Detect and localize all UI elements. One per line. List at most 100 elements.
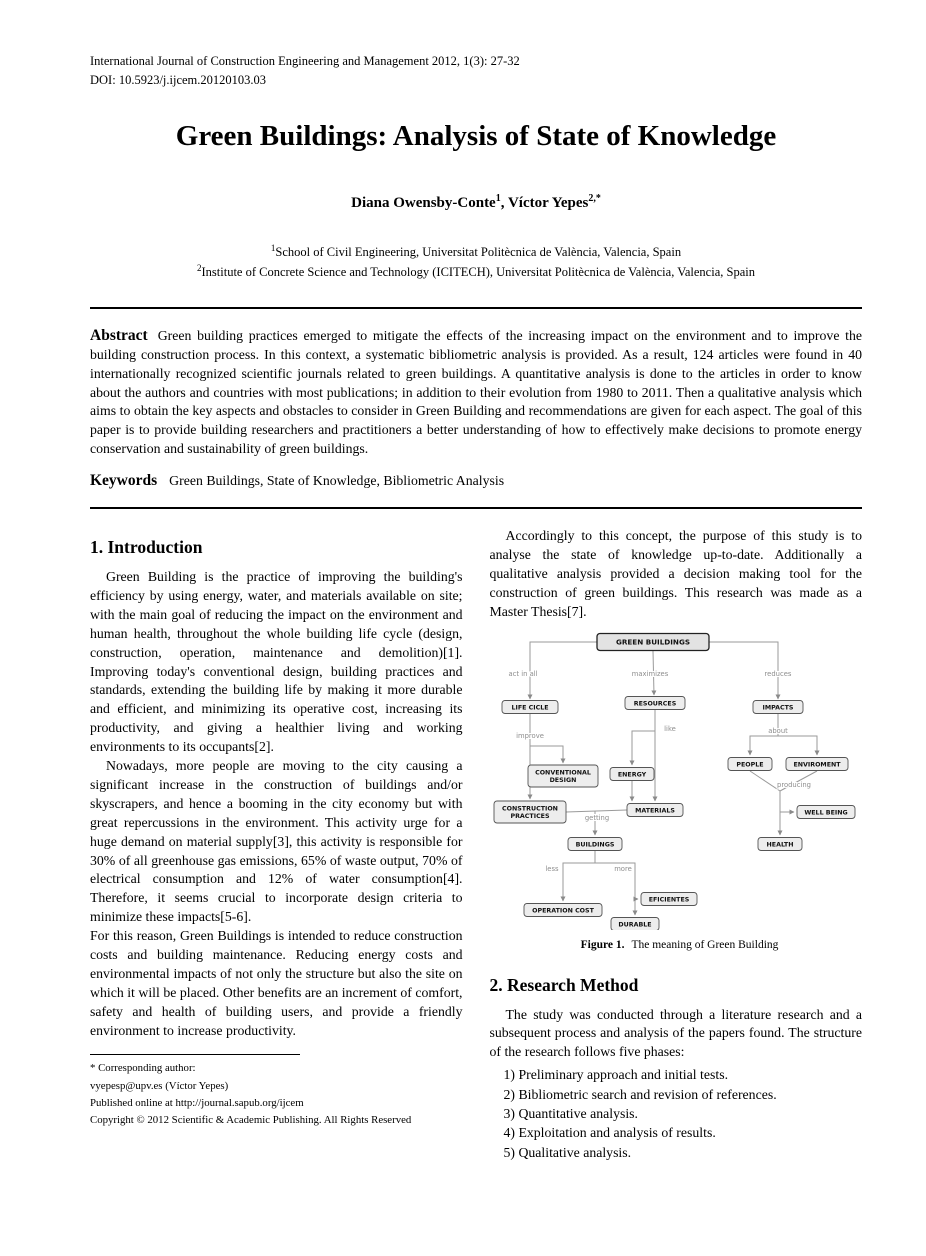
diagram-node-well-being: WELL BEING bbox=[796, 804, 855, 819]
diagram-node-materials: MATERIALS bbox=[626, 802, 683, 817]
author-affiliation-mark: 2,* bbox=[588, 192, 601, 204]
left-column: 1. Introduction Green Building is the pr… bbox=[90, 527, 463, 1162]
list-item: 1) Preliminary approach and initial test… bbox=[503, 1067, 729, 1083]
corresponding-author-note: * Corresponding author: bbox=[90, 1062, 196, 1075]
introduction-paragraph: Green Building is the practice of improv… bbox=[90, 569, 463, 755]
diagram-edge bbox=[560, 862, 595, 902]
figure-caption-label: Figure 1. bbox=[580, 938, 625, 951]
diagram-edge bbox=[529, 745, 565, 764]
doi-line: DOI: 10.5923/j.ijcem.20120103.03 bbox=[90, 72, 267, 87]
diagram-node-health: HEALTH bbox=[757, 836, 802, 851]
diagram-edge bbox=[708, 641, 780, 700]
svg-text:OPERATION COST: OPERATION COST bbox=[532, 907, 594, 914]
figure-caption: Figure 1.The meaning of Green Building bbox=[490, 939, 870, 951]
svg-text:GREEN BUILDINGS: GREEN BUILDINGS bbox=[615, 637, 689, 646]
diagram-edge-label: producing bbox=[777, 781, 811, 789]
diagram-node-resources: RESOURCES bbox=[624, 695, 685, 710]
diagram-edge-label: more bbox=[614, 865, 632, 873]
section-rule-bottom bbox=[90, 507, 862, 510]
affiliation-mark: 1 bbox=[270, 242, 276, 253]
svg-text:WELL BEING: WELL BEING bbox=[804, 809, 847, 816]
affiliation-text: School of Civil Engineering, Universitat… bbox=[275, 244, 682, 259]
section-rule-top bbox=[90, 306, 862, 309]
phase-list: 1) Preliminary approach and initial test… bbox=[490, 1065, 863, 1162]
list-item: 5) Qualitative analysis. bbox=[503, 1144, 632, 1160]
diagram-edge-label: less bbox=[545, 865, 559, 873]
diagram-edge-label: like bbox=[664, 725, 676, 733]
svg-text:MATERIALS: MATERIALS bbox=[635, 807, 675, 814]
diagram-edge bbox=[650, 650, 656, 696]
list-item: 4) Exploitation and analysis of results. bbox=[503, 1125, 716, 1141]
diagram-edge bbox=[749, 770, 780, 792]
svg-text:LIFE CICLE: LIFE CICLE bbox=[511, 704, 548, 711]
diagram-edge-label: getting bbox=[584, 814, 608, 822]
svg-text:ENERGY: ENERGY bbox=[617, 771, 646, 778]
keywords-text: Green Buildings, State of Knowledge, Bib… bbox=[169, 473, 505, 489]
diagram-node-green-buildings: GREEN BUILDINGS bbox=[595, 632, 710, 651]
introduction-paragraph: Nowadays, more people are moving to the … bbox=[90, 758, 463, 925]
footnotes: * Corresponding author: vyepesp@upv.es (… bbox=[90, 1054, 463, 1129]
journal-line: International Journal of Construction En… bbox=[90, 54, 520, 68]
diagram-edge-label: about bbox=[768, 727, 788, 735]
affiliation-mark: 2 bbox=[197, 263, 202, 274]
svg-text:HEALTH: HEALTH bbox=[766, 841, 793, 848]
affiliation-text: Institute of Concrete Science and Techno… bbox=[201, 265, 755, 280]
diagram-node-eficientes: EFICIENTES bbox=[640, 891, 697, 906]
abstract-text: Green building practices emerged to miti… bbox=[90, 327, 862, 457]
diagram-node-buildings: BUILDINGS bbox=[567, 836, 622, 851]
diagram-node-durable: DURABLE bbox=[610, 916, 659, 931]
diagram-node-enviroment: ENVIROMENT bbox=[785, 756, 848, 771]
diagram-edge bbox=[527, 641, 597, 700]
introduction-paragraph: For this reason, Green Buildings is inte… bbox=[90, 928, 463, 1038]
list-item: 3) Quantitative analysis. bbox=[503, 1105, 639, 1121]
figure-1: act in all maximizes reduces improve like abo… bbox=[490, 630, 870, 951]
svg-text:IMPACTS: IMPACTS bbox=[762, 704, 793, 711]
footnote-rule bbox=[90, 1054, 300, 1056]
right-lead-paragraph: Accordingly to this concept, the purpose… bbox=[489, 528, 863, 619]
diagram-edge bbox=[777, 735, 819, 756]
diagram-edge-label: act in all bbox=[508, 670, 537, 678]
svg-text:EFICIENTES: EFICIENTES bbox=[648, 896, 689, 903]
published-online-note: Published online at http://journal.sapub… bbox=[90, 1096, 304, 1109]
abstract-label: Abstract bbox=[90, 326, 148, 344]
diagram-node-energy: ENERGY bbox=[609, 766, 654, 781]
author-affiliation-mark: 1 bbox=[495, 192, 501, 204]
diagram-edge bbox=[747, 735, 778, 756]
diagram-edge bbox=[779, 770, 817, 792]
section-heading-research-method: 2. Research Method bbox=[489, 974, 639, 995]
corresponding-author-email: vyepesp@upv.es (Víctor Yepes) bbox=[90, 1079, 229, 1092]
author-name: Víctor Yepes bbox=[507, 194, 589, 211]
diagram-edge bbox=[565, 809, 627, 813]
diagram-edge bbox=[629, 730, 655, 766]
svg-text:RESOURCES: RESOURCES bbox=[633, 700, 676, 707]
diagram-node-life-cicle: LIFE CICLE bbox=[501, 699, 558, 714]
copyright-note: Copyright © 2012 Scientific & Academic P… bbox=[90, 1114, 412, 1127]
affiliation-line: 2Institute of Concrete Science and Techn… bbox=[90, 262, 862, 283]
diagram-edge-label: improve bbox=[516, 732, 544, 740]
diagram-edge-label: maximizes bbox=[631, 670, 668, 678]
author-name: Diana Owensby-Conte bbox=[351, 194, 496, 211]
research-method-paragraph: The study was conducted through a litera… bbox=[489, 1006, 863, 1060]
right-column: Accordingly to this concept, the purpose… bbox=[490, 527, 863, 1162]
keywords-label: Keywords bbox=[90, 472, 158, 490]
svg-text:DURABLE: DURABLE bbox=[618, 921, 651, 928]
list-item: 2) Bibliometric search and revision of r… bbox=[503, 1086, 777, 1102]
svg-text:ENVIROMENT: ENVIROMENT bbox=[793, 761, 841, 768]
figure-diagram: act in all maximizes reduces improve like abo… bbox=[493, 632, 855, 931]
diagram-node-operation-cost: OPERATION COST bbox=[523, 902, 602, 917]
authors-separator: , bbox=[500, 194, 508, 211]
affiliations: 1School of Civil Engineering, Universita… bbox=[90, 242, 862, 283]
keywords-section: Keywords Green Buildings, State of Knowle… bbox=[90, 472, 862, 490]
diagram-node-impacts: IMPACTS bbox=[752, 699, 803, 714]
svg-text:PEOPLE: PEOPLE bbox=[736, 761, 763, 768]
section-heading-introduction: 1. Introduction bbox=[90, 537, 203, 558]
diagram-node-people: PEOPLE bbox=[727, 756, 772, 771]
diagram-edge-label: reduces bbox=[764, 670, 791, 678]
affiliation-line: 1School of Civil Engineering, Universita… bbox=[90, 242, 862, 263]
